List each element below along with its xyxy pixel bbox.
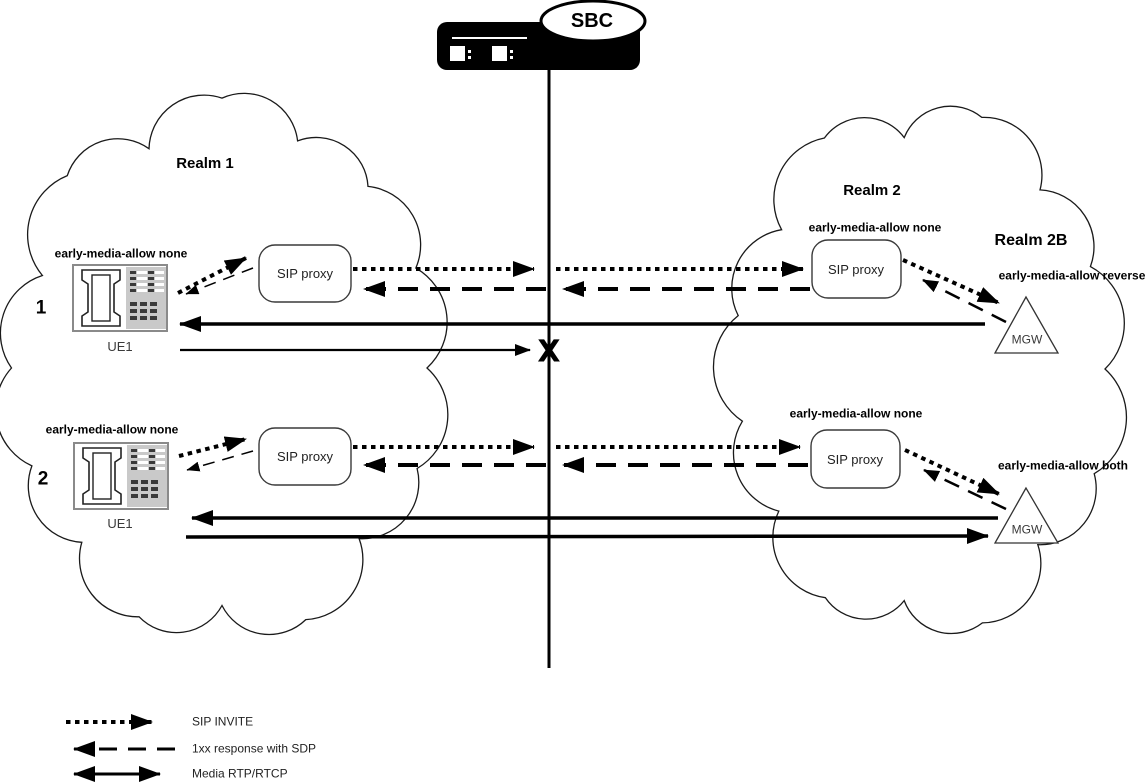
s2-left-sip-proxy-box xyxy=(258,427,352,486)
realm2b-title: Realm 2B xyxy=(994,232,1068,250)
s2-left-proxy-label: SIP proxy xyxy=(276,448,334,464)
s2-mgw-label: MGW xyxy=(1011,522,1043,537)
s2-media-ue-to-mgw xyxy=(185,528,989,545)
s2-index-label: 2 xyxy=(37,468,49,490)
realm1-cloud xyxy=(0,92,449,636)
s1-1xx-mgw-to-proxy xyxy=(922,278,1007,324)
legend-sip-invite-label: SIP INVITE xyxy=(192,714,254,729)
s1-right-sip-proxy-box xyxy=(811,239,902,299)
s2-1xx-proxy-to-ue xyxy=(186,450,254,472)
legend-1xx-label: 1xx response with SDP xyxy=(192,741,317,756)
s2-mgw-triangle-icon xyxy=(993,486,1060,544)
sbc-appliance-icon xyxy=(437,0,647,70)
s1-1xx-proxy-to-ue xyxy=(185,267,254,295)
s1-index-label: 1 xyxy=(35,297,47,319)
s1-ue-label: UE1 xyxy=(107,338,133,354)
s2-ue-policy-label: early-media-allow none xyxy=(45,422,179,437)
s1-mgw-triangle-icon xyxy=(993,295,1060,354)
s1-ue-phone-icon xyxy=(72,264,168,332)
s2-1xx-mgw-to-proxy xyxy=(923,468,1007,511)
s1-realm2-policy-label: early-media-allow none xyxy=(808,220,942,235)
s2-ue-label: UE1 xyxy=(107,515,133,531)
sbc-label: SBC xyxy=(570,10,614,32)
legend-media-label: Media RTP/RTCP xyxy=(192,766,288,781)
s2-invite-ue-to-proxy xyxy=(178,436,247,458)
s1-right-proxy-label: SIP proxy xyxy=(827,261,885,277)
s1-mgw-label: MGW xyxy=(1011,332,1043,347)
s1-mgw-policy-label: early-media-allow reverse xyxy=(998,268,1146,283)
realm2-cloud xyxy=(712,105,1128,635)
s2-ue-phone-icon xyxy=(73,442,169,510)
s2-realm2-policy-label: early-media-allow none xyxy=(789,406,923,421)
realm1-title: Realm 1 xyxy=(176,154,234,172)
s2-mgw-policy-label: early-media-allow both xyxy=(997,458,1129,473)
realm2-title: Realm 2 xyxy=(843,181,901,199)
s2-right-sip-proxy-box xyxy=(810,429,901,489)
s1-media-blocked-mark: X xyxy=(537,334,561,370)
s1-left-sip-proxy-box xyxy=(258,244,352,303)
s1-left-proxy-label: SIP proxy xyxy=(276,265,334,281)
s2-right-proxy-label: SIP proxy xyxy=(826,451,884,467)
s1-ue-policy-label: early-media-allow none xyxy=(54,246,188,261)
